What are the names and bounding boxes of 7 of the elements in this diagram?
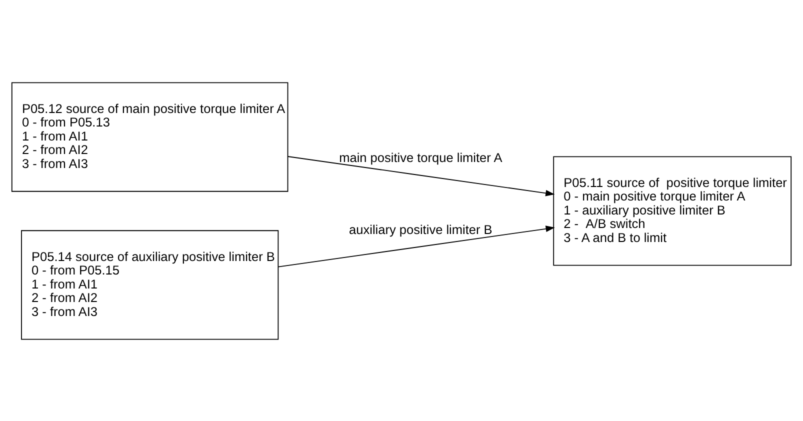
- edge-label: main positive torque limiter A: [339, 149, 502, 164]
- arrow: [278, 225, 555, 267]
- edge-label: auxiliary positive limiter B: [349, 222, 492, 237]
- node-box: P05.11 source of positive torque limiter 0 - main positive torque limiter A 1 - auxiliary positive limiter B 2 - A/B switch 3 - A and B to limit: [553, 156, 792, 266]
- node-box: P05.14 source of auxiliary positive limiter B 0 - from P05.15 1 - from AI1 2 - from AI2 3 - from AI3: [21, 230, 279, 340]
- node-box: P05.12 source of main positive torque limiter A 0 - from P05.13 1 - from AI1 2 - from AI2 3 - from AI3: [11, 82, 288, 192]
- arrow: [287, 156, 555, 196]
